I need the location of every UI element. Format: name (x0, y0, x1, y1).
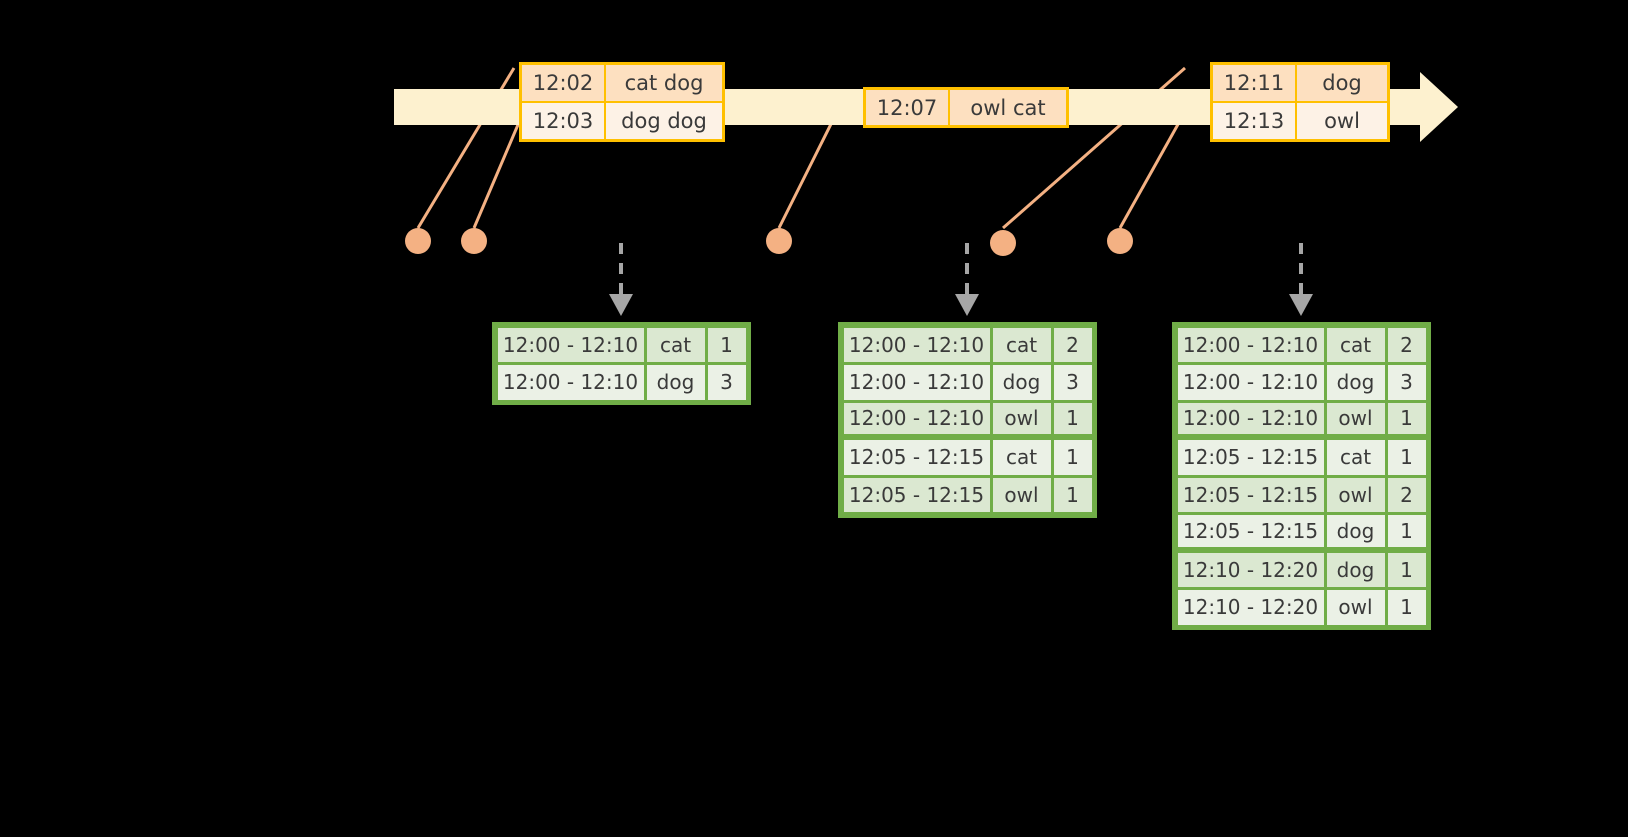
window-range: 12:10 - 12:20 (1177, 590, 1324, 625)
event-time: 12:11 (1213, 65, 1297, 101)
dashed-arrow-head-3 (1289, 294, 1313, 316)
window-range: 12:00 - 12:10 (1177, 402, 1324, 434)
table-row: 12:00 - 12:10 owl 1 (842, 401, 1093, 439)
table-row: 12:05 - 12:15 cat 1 (842, 439, 1093, 477)
event-box-3[interactable]: 12:11 dog 12:13 owl (1210, 62, 1390, 142)
event-row: 12:03 dog dog (522, 101, 722, 139)
table-row: 12:00 - 12:10 cat 2 (842, 326, 1093, 364)
event-dot-1[interactable] (405, 228, 431, 254)
event-time: 12:03 (522, 103, 606, 139)
word-key: dog (992, 365, 1051, 400)
window-range: 12:00 - 12:10 (843, 402, 990, 434)
event-row: 12:02 cat dog (522, 65, 722, 101)
result-table-2[interactable]: 12:00 - 12:10 cat 2 12:00 - 12:10 dog 3 … (838, 322, 1097, 518)
word-key: cat (1326, 440, 1385, 475)
event-words: owl (1297, 103, 1387, 139)
event-time: 12:13 (1213, 103, 1297, 139)
table-row: 12:10 - 12:20 owl 1 (1176, 589, 1427, 627)
word-count: 1 (1387, 440, 1426, 475)
word-count: 3 (707, 365, 746, 400)
window-range: 12:05 - 12:15 (843, 440, 990, 475)
word-count: 1 (1387, 590, 1426, 625)
event-dot-4[interactable] (990, 230, 1016, 256)
word-count: 3 (1387, 365, 1426, 400)
event-words: dog dog (606, 103, 722, 139)
word-count: 2 (1387, 327, 1426, 362)
timeline-arrowhead (1420, 72, 1458, 142)
word-key: owl (1326, 477, 1385, 512)
word-count: 1 (707, 327, 746, 362)
word-count: 1 (1387, 552, 1426, 587)
word-key: cat (646, 327, 705, 362)
word-key: dog (1326, 365, 1385, 400)
table-row: 12:05 - 12:15 cat 1 (1176, 439, 1427, 477)
table-row: 12:05 - 12:15 owl 2 (1176, 476, 1427, 514)
event-time: 12:02 (522, 65, 606, 101)
table-row: 12:00 - 12:10 dog 3 (1176, 364, 1427, 402)
event-dot-2[interactable] (461, 228, 487, 254)
word-key: cat (1326, 327, 1385, 362)
word-count: 2 (1053, 327, 1092, 362)
window-range: 12:00 - 12:10 (497, 365, 644, 400)
dashed-arrow-head-2 (955, 294, 979, 316)
word-key: owl (1326, 590, 1385, 625)
window-range: 12:00 - 12:10 (1177, 365, 1324, 400)
window-range: 12:00 - 12:10 (497, 327, 644, 362)
event-words: cat dog (606, 65, 722, 101)
table-row: 12:00 - 12:10 owl 1 (1176, 401, 1427, 439)
window-range: 12:05 - 12:15 (1177, 477, 1324, 512)
word-count: 1 (1387, 402, 1426, 434)
table-row: 12:00 - 12:10 cat 1 (496, 326, 747, 364)
word-count: 1 (1053, 402, 1092, 434)
window-range: 12:10 - 12:20 (1177, 552, 1324, 587)
word-key: cat (992, 327, 1051, 362)
event-row: 12:11 dog (1213, 65, 1387, 101)
window-range: 12:00 - 12:10 (843, 327, 990, 362)
word-key: owl (992, 477, 1051, 512)
word-key: dog (646, 365, 705, 400)
word-key: owl (992, 402, 1051, 434)
event-time: 12:07 (866, 90, 950, 125)
window-range: 12:05 - 12:15 (843, 477, 990, 512)
table-row: 12:00 - 12:10 dog 3 (496, 364, 747, 402)
event-row: 12:13 owl (1213, 101, 1387, 139)
table-row: 12:00 - 12:10 cat 2 (1176, 326, 1427, 364)
word-key: dog (1326, 552, 1385, 587)
event-dot-5[interactable] (1107, 228, 1133, 254)
table-row: 12:10 - 12:20 dog 1 (1176, 551, 1427, 589)
event-words: owl cat (950, 90, 1066, 125)
event-box-1[interactable]: 12:02 cat dog 12:03 dog dog (519, 62, 725, 142)
word-count: 2 (1387, 477, 1426, 512)
word-count: 3 (1053, 365, 1092, 400)
word-key: dog (1326, 515, 1385, 547)
event-row: 12:07 owl cat (866, 90, 1066, 125)
window-range: 12:05 - 12:15 (1177, 515, 1324, 547)
event-words: dog (1297, 65, 1387, 101)
window-range: 12:00 - 12:10 (1177, 327, 1324, 362)
table-row: 12:00 - 12:10 dog 3 (842, 364, 1093, 402)
event-box-2[interactable]: 12:07 owl cat (863, 87, 1069, 128)
result-table-3[interactable]: 12:00 - 12:10 cat 2 12:00 - 12:10 dog 3 … (1172, 322, 1431, 630)
word-count: 1 (1053, 477, 1092, 512)
word-count: 1 (1053, 440, 1092, 475)
result-table-1[interactable]: 12:00 - 12:10 cat 1 12:00 - 12:10 dog 3 (492, 322, 751, 405)
dashed-arrow-head-1 (609, 294, 633, 316)
window-range: 12:05 - 12:15 (1177, 440, 1324, 475)
table-row: 12:05 - 12:15 owl 1 (842, 476, 1093, 514)
word-key: owl (1326, 402, 1385, 434)
event-dot-3[interactable] (766, 228, 792, 254)
connector-line-5 (1118, 109, 1188, 229)
word-key: cat (992, 440, 1051, 475)
window-range: 12:00 - 12:10 (843, 365, 990, 400)
connector-line-2 (472, 119, 522, 229)
word-count: 1 (1387, 515, 1426, 547)
table-row: 12:05 - 12:15 dog 1 (1176, 514, 1427, 551)
